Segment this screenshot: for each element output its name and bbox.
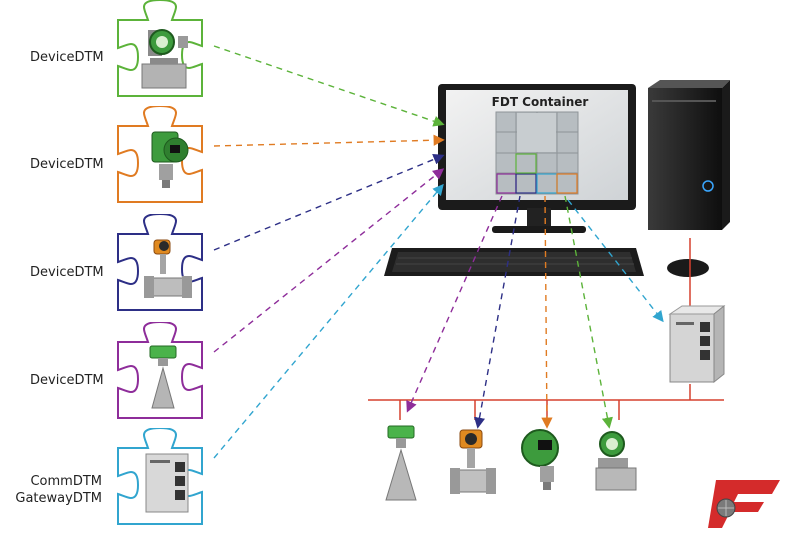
field-radar-icon <box>385 425 417 501</box>
pressure-transmitter-icon <box>151 131 189 188</box>
keyboard-icon <box>384 248 644 276</box>
flowmeter-icon <box>144 239 192 298</box>
radar-level-icon <box>149 345 177 409</box>
dtm-label-5b: GatewayDTM <box>15 491 102 506</box>
dtm-label-3: DeviceDTM <box>30 265 104 280</box>
transmitter-icon <box>141 29 188 89</box>
brand-logo-icon <box>708 480 780 528</box>
field-flowmeter-icon <box>450 429 496 494</box>
dtm-label-2: DeviceDTM <box>30 157 104 172</box>
gateway-device-icon <box>668 304 726 384</box>
dtm-label-1: DeviceDTM <box>30 50 104 65</box>
device-arrows <box>406 195 664 429</box>
field-dp-transmitter-icon <box>595 431 637 491</box>
dtm-label-5a: CommDTM <box>30 474 102 489</box>
dtm-label-4: DeviceDTM <box>30 373 104 388</box>
field-pressure-transmitter-icon <box>521 429 559 490</box>
mouse-icon <box>667 259 709 277</box>
gateway-module-icon <box>145 453 189 513</box>
dtm-arrows <box>213 45 445 459</box>
screen-title: FDT Container <box>492 95 589 109</box>
screen-puzzle-grid <box>495 111 579 195</box>
